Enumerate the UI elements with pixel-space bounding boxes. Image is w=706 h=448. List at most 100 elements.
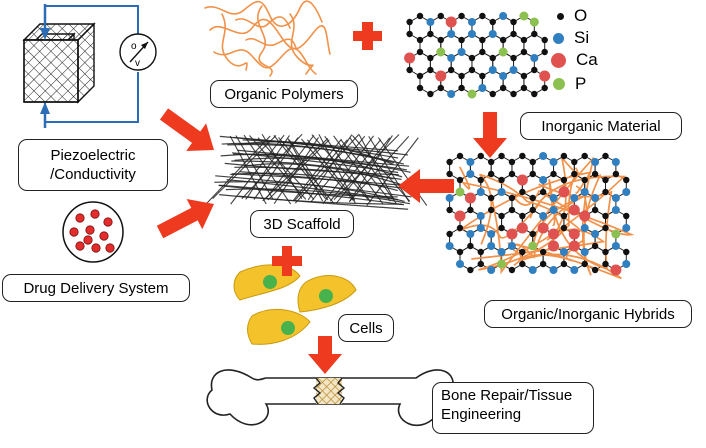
silicon-atom [466,230,475,238]
drug-delivery-text: Drug Delivery System [23,279,169,297]
drug-particle [83,235,93,245]
oxygen-atom [602,248,609,256]
oxygen-atom [508,206,516,214]
calcium-atom [610,264,622,276]
silicon-atom [447,90,456,98]
oxygen-atom [499,36,507,44]
oxygen-atom [456,176,464,184]
oxygen-atom [406,30,413,38]
scaffold-fiber [234,166,402,180]
oxygen-atom [519,188,526,196]
polymers-label: Organic Polymers [210,80,358,108]
oxygen-atom [612,170,620,178]
silicon-atom [591,158,600,166]
legend-item-p: P [553,74,586,94]
plus-sign-top [353,22,382,50]
silicon-atom [549,158,558,166]
arrow-drug-to-scaffold [156,199,214,239]
oxygen-atom [437,36,444,44]
scaffold-fiber [340,139,391,202]
oxygen-atom [499,84,507,92]
oxygen-atom [602,152,609,160]
oxygen-atom [571,170,578,178]
silicon-atom [580,188,589,196]
phosphorus-atom [529,17,539,27]
polymer-strand [507,239,622,280]
calcium-atom [506,228,518,240]
scaffold-fiber [358,134,395,200]
oxygen-atom [508,266,516,274]
oxygen-atom [416,36,424,44]
oxygen-atom [623,248,630,256]
calcium-atom [539,70,551,82]
bone-label-line1: Bone Repair/Tissue [441,387,573,404]
calcium-atom [568,240,580,252]
network-ring [490,155,513,181]
scaffold-fiber [324,135,372,203]
oxygen-atom [529,158,536,166]
silicon-atom [528,266,537,274]
oxygen-atom [437,12,444,20]
oxygen-atom [508,170,516,178]
oxygen-atom [487,194,495,202]
up-arrow-icon [40,102,50,114]
drug-particle [85,225,95,235]
oxygen-atom [519,212,526,220]
silicon-atom [447,54,456,62]
scaffold-fiber [311,134,369,201]
oxygen-atom [416,72,424,80]
oxygen-atom [456,152,464,160]
silicon-atom [539,176,548,184]
oxygen-atom [498,212,505,220]
oxygen-atom [591,266,599,274]
inorganic-label: Inorganic Material [520,112,682,140]
oxygen-atom [531,30,538,38]
oxygen-atom [458,36,465,44]
oxygen-atom [581,152,588,160]
scaffold-fiber [242,139,399,159]
scaffold-fiber [368,136,410,203]
scaffold-fiber [262,138,329,202]
oxygen-atom [520,84,528,92]
scaffold-fiber [333,134,400,201]
oxygen-atom [519,260,526,268]
oxygen-atom [487,206,495,214]
bone-label-line2: Engineering [441,406,522,423]
oxygen-atom [479,12,486,20]
polymers-text: Organic Polymers [224,85,344,103]
oxygen-atom [446,230,453,238]
calcium-atom [464,192,476,204]
calcium-atom [548,228,560,240]
oxygen-atom [529,206,536,214]
scaffold-fiber [224,162,399,176]
legend-dot-p [553,78,565,90]
oxygen-atom [571,158,578,166]
legend-dot-ca [551,52,566,68]
calcium-atom [548,240,560,252]
oxygen-atom [510,18,517,26]
oxygen-atom [498,176,505,184]
silicon-atom [466,170,475,178]
cells-text: Cells [349,319,383,337]
scaffold-text: 3D Scaffold [263,215,341,233]
bone-illustration [206,369,457,427]
oxygen-atom [479,36,486,44]
polymer-strands-illustration [204,0,331,77]
oxygen-atom [510,54,517,62]
calcium-atom [537,222,549,234]
silicon-atom [487,242,496,250]
silicon-atom [456,260,464,268]
phosphorus-atom [497,259,507,269]
arrow-inorganic-to-hybrid [473,112,507,158]
scaffold-fiber [352,135,411,202]
oxygen-atom [581,176,588,184]
oxygen-atom [437,84,444,92]
silicon-atom [570,194,579,202]
oxygen-atom [427,54,434,62]
silicon-atom [591,230,600,238]
silicon-atom [509,66,518,74]
oxygen-atom [560,224,568,232]
oxygen-atom [487,170,495,178]
silicon-atom [591,194,600,202]
silicon-atom [447,30,456,38]
